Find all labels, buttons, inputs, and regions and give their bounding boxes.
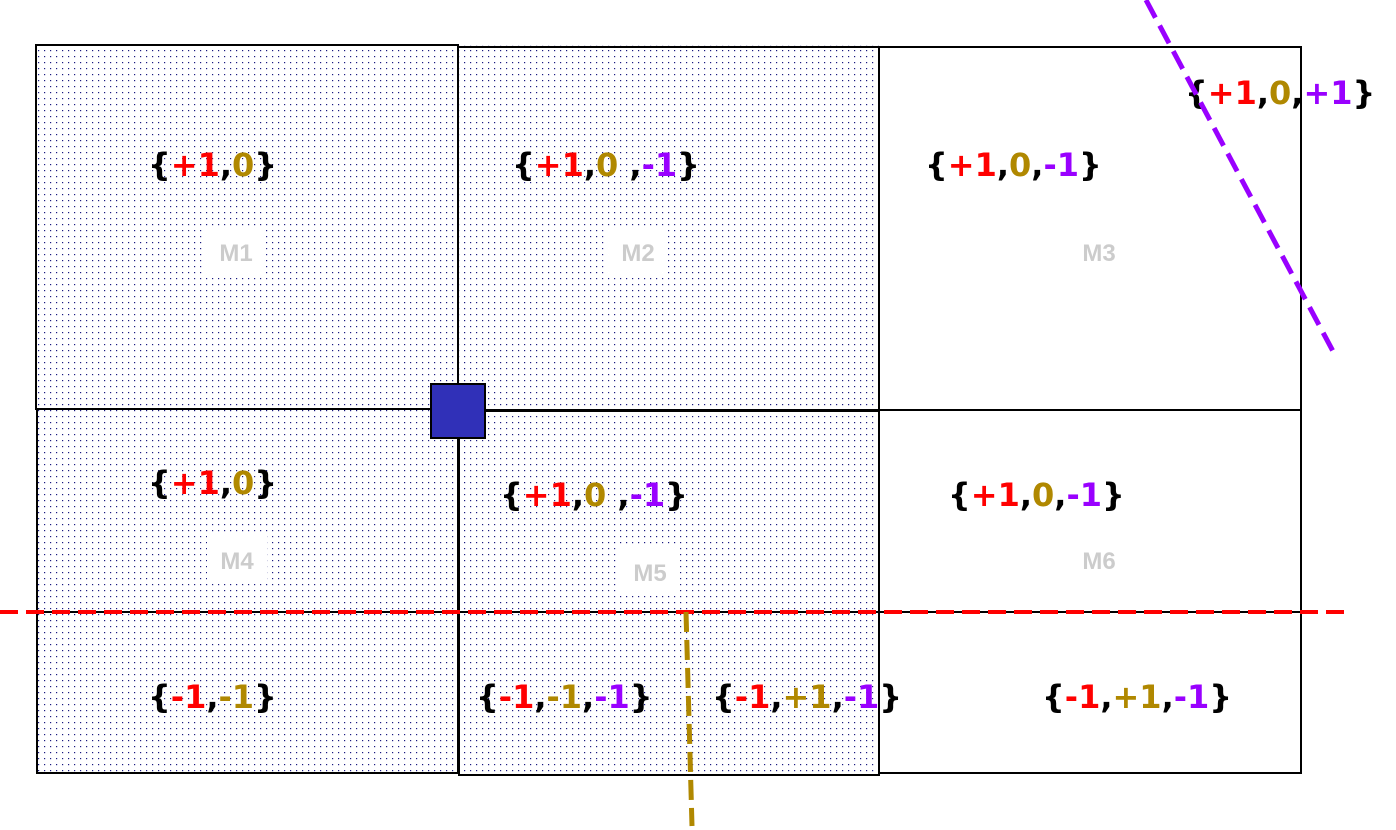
label-part-black: } (254, 146, 277, 184)
label-part-gold: +1 (782, 678, 831, 716)
module-label-bg (608, 228, 668, 276)
label-part-black: , (832, 678, 844, 716)
label-part-black: { (148, 464, 171, 502)
module-label-bg (1069, 228, 1129, 276)
label-part-black: { (148, 678, 171, 716)
label-part-gold: 0 (1269, 74, 1291, 112)
label-part-gold: 0 (584, 476, 606, 514)
label-part-gold: 0 (1032, 476, 1054, 514)
label-part-black: , (1100, 678, 1112, 716)
label-part-black: { (1042, 678, 1065, 716)
label-part-red: -1 (735, 678, 771, 716)
label-part-black: } (254, 678, 277, 716)
label-part-purple: -1 (844, 678, 880, 716)
sign-vector-label: {+1,0 ,-1} (512, 146, 700, 184)
label-part-black: , (220, 464, 232, 502)
sign-vector-label: {-1,-1,-1} (476, 678, 653, 716)
label-part-purple: -1 (630, 476, 666, 514)
label-part-black: , (606, 476, 629, 514)
sign-vector-label: {+1,0,-1} (948, 476, 1125, 514)
label-part-purple: +1 (1303, 74, 1352, 112)
label-part-red: -1 (499, 678, 535, 716)
module-label-m4: M4 (220, 548, 254, 575)
label-part-gold: 0 (596, 146, 618, 184)
module-label-m3: M3 (1082, 240, 1115, 267)
module-label-m5: M5 (633, 560, 666, 587)
label-part-black: { (500, 476, 523, 514)
label-part-gold: 0 (1009, 146, 1031, 184)
label-part-black: , (997, 146, 1009, 184)
gold-dashed-line (683, 611, 695, 827)
label-part-black: } (1209, 678, 1232, 716)
label-part-red: +1 (948, 146, 997, 184)
label-part-black: } (1353, 74, 1376, 112)
label-part-black: , (206, 678, 218, 716)
label-part-gold: 0 (232, 146, 254, 184)
label-part-purple: -1 (1174, 678, 1210, 716)
sign-vector-label: {+1,0,-1} (925, 146, 1102, 184)
label-part-black: } (1102, 476, 1125, 514)
module-label-bg (1069, 536, 1129, 584)
label-part-black: } (254, 464, 277, 502)
label-part-purple: -1 (594, 678, 630, 716)
label-part-purple: -1 (1066, 476, 1102, 514)
label-part-red: +1 (535, 146, 584, 184)
module-label-m2: M2 (621, 240, 654, 267)
sign-vector-label: {+1,0,+1} (1185, 74, 1375, 112)
sign-vector-label: {+1,0 ,-1} (500, 476, 688, 514)
label-part-black: , (572, 476, 584, 514)
module-label-m6: M6 (1082, 548, 1115, 575)
label-part-purple: -1 (1043, 146, 1079, 184)
label-part-black: } (630, 678, 653, 716)
label-part-black: , (1257, 74, 1269, 112)
label-part-black: } (879, 678, 902, 716)
sign-vector-label: {+1,0} (148, 464, 277, 502)
label-part-black: , (1291, 74, 1303, 112)
module-label-bg (207, 536, 267, 584)
label-part-black: , (534, 678, 546, 716)
sign-vector-label: {-1,+1,-1} (712, 678, 902, 716)
label-part-black: { (925, 146, 948, 184)
label-part-black: { (148, 146, 171, 184)
purple-dashed-line (1143, 0, 1338, 357)
label-part-black: , (1020, 476, 1032, 514)
label-part-black: , (770, 678, 782, 716)
module-label-bg (620, 548, 680, 596)
label-part-purple: -1 (642, 146, 678, 184)
sign-vector-label: {-1,+1,-1} (1042, 678, 1232, 716)
label-part-black: , (1031, 146, 1043, 184)
label-part-black: { (512, 146, 535, 184)
label-part-black: } (677, 146, 700, 184)
label-part-red: -1 (1065, 678, 1101, 716)
label-part-gold: 0 (232, 464, 254, 502)
label-part-red: +1 (171, 464, 220, 502)
module-label-m1: M1 (219, 240, 252, 267)
label-part-black: , (618, 146, 641, 184)
label-part-black: } (665, 476, 688, 514)
label-part-black: { (476, 678, 499, 716)
label-part-black: , (1162, 678, 1174, 716)
label-part-black: , (582, 678, 594, 716)
sign-vector-label: {-1,-1} (148, 678, 277, 716)
label-part-black: , (1054, 476, 1066, 514)
label-part-black: , (584, 146, 596, 184)
label-part-red: +1 (971, 476, 1020, 514)
label-part-red: +1 (1208, 74, 1257, 112)
label-part-gold: -1 (218, 678, 254, 716)
label-part-gold: -1 (546, 678, 582, 716)
module-m6 (878, 409, 1302, 774)
label-part-black: , (220, 146, 232, 184)
blue-square-node (430, 383, 486, 439)
label-part-black: } (1079, 146, 1102, 184)
label-part-gold: +1 (1112, 678, 1161, 716)
label-part-red: +1 (523, 476, 572, 514)
label-part-red: -1 (171, 678, 207, 716)
label-part-black: { (712, 678, 735, 716)
sign-vector-label: {+1,0} (148, 146, 277, 184)
label-part-red: +1 (171, 146, 220, 184)
label-part-black: { (948, 476, 971, 514)
module-label-bg (206, 228, 266, 276)
